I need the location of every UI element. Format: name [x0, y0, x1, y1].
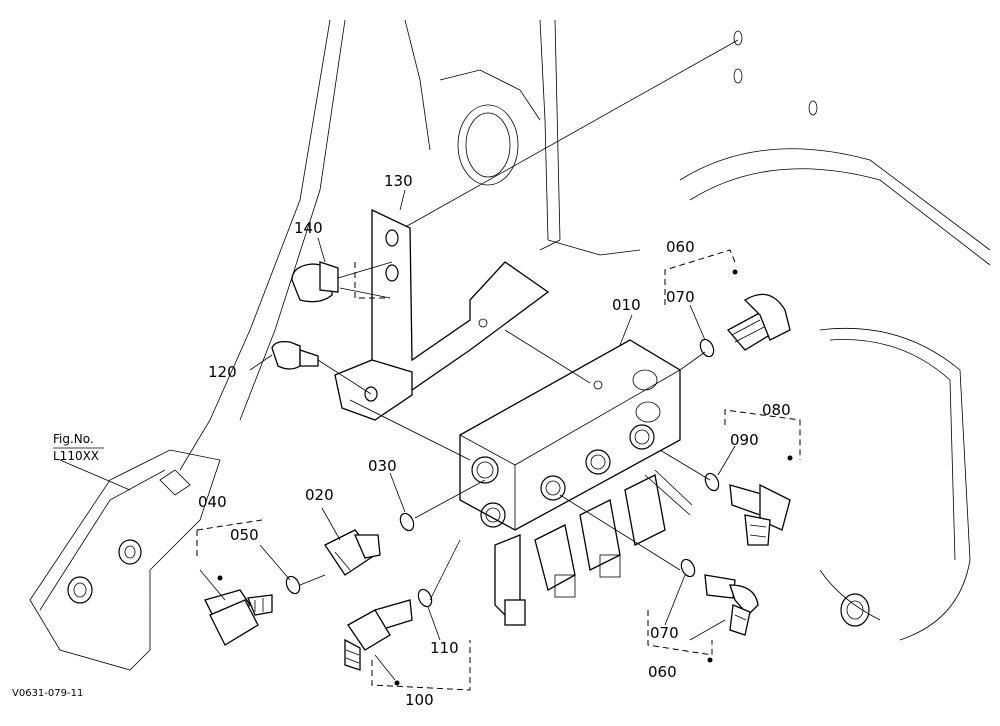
label-120: 120	[208, 363, 237, 381]
label-030: 030	[368, 457, 397, 475]
label-130: 130	[384, 172, 413, 190]
label-040: 040	[198, 493, 227, 511]
elbow-fitting-100	[344, 588, 433, 671]
bracket-130	[334, 208, 550, 421]
group-brackets	[196, 249, 801, 691]
leader-lines	[299, 329, 711, 601]
elbow-fitting-080	[704, 472, 791, 546]
elbow-fitting-040	[204, 575, 301, 646]
fig-ref-line1: Fig.No.	[53, 432, 94, 446]
part-labels: 130 140 060 070 010 120 080 090 030 020 …	[198, 172, 791, 709]
label-060-bottom: 060	[648, 663, 677, 681]
drawing-code: V0631-079-11	[12, 688, 83, 699]
label-100: 100	[405, 691, 434, 709]
valve-block-010	[459, 339, 693, 626]
label-110: 110	[430, 639, 459, 657]
frame-outlines	[29, 19, 991, 671]
elbow-fitting-060-top	[699, 293, 791, 358]
fig-ref-line2: L110XX	[53, 449, 99, 463]
bolt-140	[291, 261, 393, 303]
label-050: 050	[230, 526, 259, 544]
label-020: 020	[305, 486, 334, 504]
label-080: 080	[762, 401, 791, 419]
straight-fitting-020	[324, 512, 415, 576]
label-070-top: 070	[666, 288, 695, 306]
label-leaders	[59, 189, 736, 641]
leader-130-hole	[399, 39, 739, 231]
label-090: 090	[730, 431, 759, 449]
elbow-fitting-060-bottom	[680, 558, 759, 636]
label-060-top: 060	[666, 238, 695, 256]
label-140: 140	[294, 219, 323, 237]
figure-reference: Fig.No. L110XX V0631-079-11	[12, 432, 104, 699]
bolt-120	[271, 340, 372, 395]
label-070-bottom: 070	[650, 624, 679, 642]
label-010: 010	[612, 296, 641, 314]
